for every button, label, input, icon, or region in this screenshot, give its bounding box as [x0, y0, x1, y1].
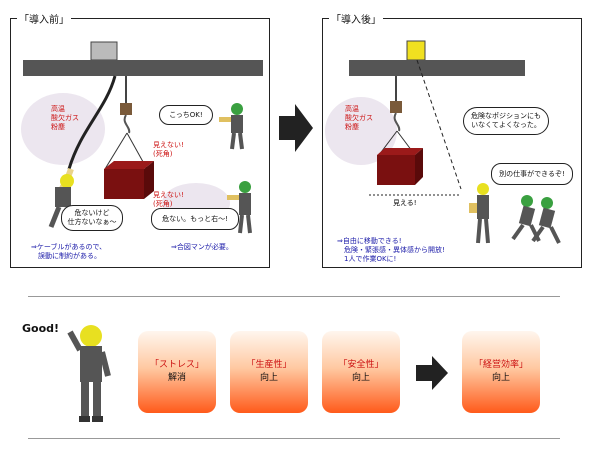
divider-bottom — [28, 438, 560, 439]
benefit-management-efficiency: 「経営効率」 向上 — [462, 331, 540, 413]
divider-top — [28, 296, 560, 297]
after-label: 「導入後」 — [329, 11, 383, 26]
benefit-productivity-result: 向上 — [259, 373, 278, 383]
result-arrow-icon — [416, 356, 448, 390]
before-note-right: ⇒合図マンが必要。 — [171, 243, 233, 251]
workers-running — [511, 195, 561, 244]
benefit-safety-result: 向上 — [351, 373, 370, 383]
benefit-stress: 「ストレス」 解消 — [138, 331, 216, 413]
benefit-stress-result: 解消 — [167, 373, 186, 383]
after-note: ⇒自由に移動できる! 危険・緊張感・異体感から開放! 1人で作業OKに! — [337, 237, 445, 263]
after-visible-text: 見える! — [393, 199, 417, 207]
bubble-other-work: 別の仕事ができるぞ! — [491, 163, 573, 185]
after-hazard-text: 高温 酸欠ガス 粉塵 — [345, 105, 373, 131]
benefit-stress-key: 「ストレス」 — [149, 360, 204, 370]
transition-arrow-icon — [279, 104, 313, 152]
good-label: Good! — [22, 322, 60, 335]
benefit-productivity: 「生産性」 向上 — [230, 331, 308, 413]
bubble-dangerous: 危ないけど 仕方ないなぁ～ — [61, 205, 123, 231]
bubble-move-right: 危ない。もっと右～! — [151, 208, 239, 230]
benefit-safety: 「安全性」 向上 — [322, 331, 400, 413]
before-note-left: ⇒ケーブルがあるので、 誤動に制約がある。 — [31, 243, 107, 260]
bubble-safe-position: 危険なポジションにも いなくてよくなった。 — [463, 107, 549, 135]
after-panel: 「導入後」 — [322, 11, 582, 268]
benefit-efficiency-result: 向上 — [491, 373, 510, 383]
benefit-efficiency-key: 「経営効率」 — [473, 360, 528, 370]
bubble-ok: こっちOK! — [159, 105, 213, 125]
benefit-safety-key: 「安全性」 — [338, 360, 384, 370]
worker-right-top — [219, 103, 244, 150]
worker-remote — [469, 183, 490, 244]
before-warning-2: 見えない! (死角) — [153, 191, 184, 208]
worker-thumbs-up — [67, 325, 111, 422]
after-illustration — [325, 40, 561, 244]
before-panel: 「導入前」 — [10, 11, 270, 268]
worker-right-bottom — [227, 181, 252, 234]
before-warning-1: 見えない! (死角) — [153, 141, 184, 158]
benefit-productivity-key: 「生産性」 — [246, 360, 292, 370]
before-hazard-text: 高温 酸欠ガス 粉塵 — [51, 105, 79, 131]
before-label: 「導入前」 — [17, 11, 71, 26]
